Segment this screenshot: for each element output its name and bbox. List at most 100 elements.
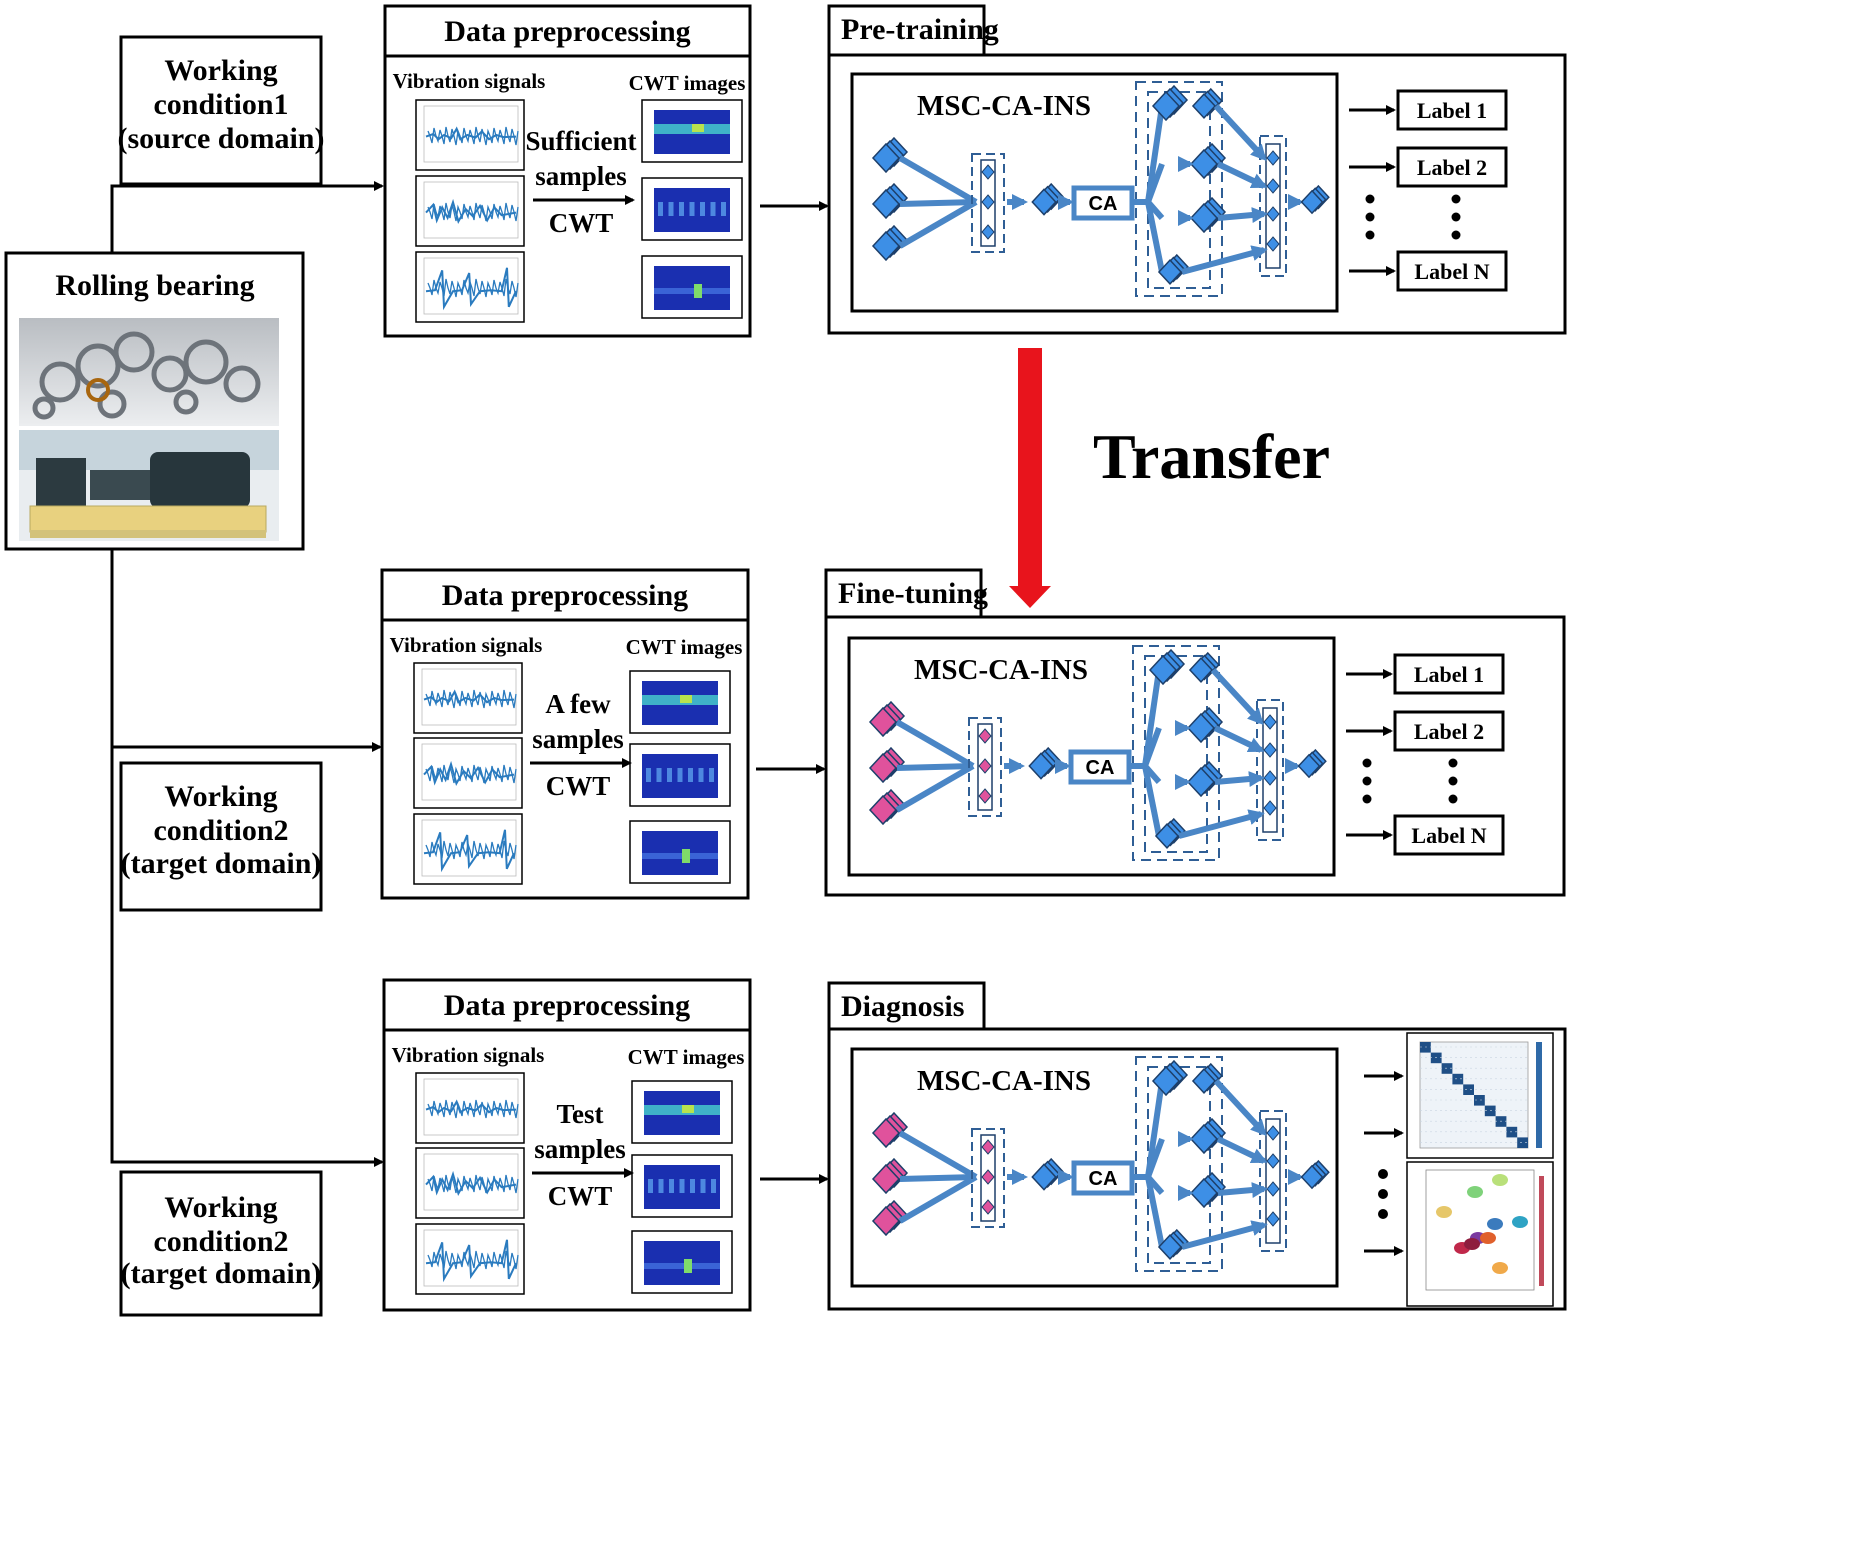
target2-line-3: (target domain) (121, 1257, 322, 1290)
branch-line (1145, 162, 1165, 204)
prep-header (380, 568, 750, 622)
merge-line (895, 719, 975, 769)
concat-node (1263, 714, 1277, 730)
cwt-images-label: CWT images (628, 1045, 745, 1069)
label-box (1396, 250, 1508, 292)
branch-line (1145, 1080, 1165, 1178)
concat-node (1266, 206, 1280, 222)
concat-node (1263, 742, 1277, 758)
vibration-signal-plot (413, 737, 523, 809)
network-diagram: CA (868, 645, 1327, 861)
node-diamond (1148, 648, 1186, 686)
vibration-signals-label: Vibration signals (390, 633, 543, 657)
samples-line-1: A few (545, 689, 611, 719)
concat-node (1266, 1125, 1280, 1141)
node-diamond (1300, 1159, 1330, 1190)
samples-line-2: samples (535, 161, 627, 191)
outputs: Label 1 Label 2 Label N (1349, 89, 1508, 292)
scatter-cluster (1512, 1216, 1528, 1228)
flow-arrow (1210, 667, 1264, 725)
branch-line (1142, 765, 1162, 837)
ca-label: CA (1086, 757, 1115, 779)
transfer-label: Transfer (1093, 421, 1330, 492)
node-diamond (1186, 760, 1224, 798)
concat-block (1262, 707, 1278, 833)
cwt-image (631, 1080, 733, 1144)
cwt-method-label: CWT (546, 771, 611, 801)
node-diamond (1031, 182, 1064, 216)
target2-line-2: condition2 (153, 1225, 288, 1258)
samples-line-2: samples (532, 724, 624, 754)
multiscale-dashed-box (971, 1128, 1005, 1228)
network-name: MSC-CA-INS (917, 90, 1091, 122)
branch-dashed-outer (1135, 1056, 1223, 1272)
multiscale-block (980, 1134, 996, 1222)
network-diagram: CA (871, 1056, 1330, 1272)
cwt-method-label: CWT (548, 1181, 613, 1211)
scatter-cluster (1436, 1206, 1452, 1218)
node-diamond (1189, 196, 1227, 234)
flow-arrow (1178, 809, 1265, 839)
prep-header (383, 4, 752, 58)
label-text: Label 2 (1417, 155, 1487, 180)
ellipsis-dot (1362, 758, 1372, 768)
label-text: Label 1 (1414, 662, 1484, 687)
ellipsis-dot (1378, 1189, 1388, 1199)
node-diamond (1300, 184, 1330, 215)
label-text: Label 1 (1417, 98, 1487, 123)
target1-line-1: Working (164, 780, 277, 813)
node-diamond (1031, 1157, 1064, 1191)
cwt-images-label: CWT images (629, 71, 746, 95)
multiscale-node (978, 788, 992, 804)
ca-label: CA (1089, 193, 1118, 215)
prep-title: Data preprocessing (442, 579, 688, 612)
network-diagram: CA (871, 81, 1330, 297)
cwt-method-label: CWT (549, 208, 614, 238)
bearings-photo (19, 318, 279, 426)
concat-node (1266, 150, 1280, 166)
label-box (1393, 653, 1505, 695)
scatter-cluster (1467, 1186, 1483, 1198)
concat-node (1266, 1211, 1280, 1227)
branch-line (1142, 726, 1162, 768)
ellipsis-dot (1451, 194, 1461, 204)
multiscale-node (981, 1199, 995, 1215)
stage-title: Diagnosis (841, 990, 964, 1023)
node-diamond (871, 182, 909, 220)
prep-title: Data preprocessing (444, 15, 690, 48)
branch-dashed-outer (1132, 645, 1220, 861)
cwt-image (631, 1154, 733, 1218)
label-box (1396, 146, 1508, 188)
transfer-arrow: Transfer (1009, 348, 1330, 608)
ellipsis-dot (1448, 776, 1458, 786)
source-line-3: (source domain) (118, 122, 325, 155)
cwt-image (629, 670, 731, 734)
branch-line (1145, 105, 1165, 203)
vibration-signal-plot (415, 1072, 525, 1144)
prep-title: Data preprocessing (444, 989, 690, 1022)
concat-node (1263, 800, 1277, 816)
flow-arrow (1214, 771, 1265, 788)
ellipsis-dot (1448, 794, 1458, 804)
scatter-cluster (1492, 1174, 1508, 1186)
multiscale-node (981, 224, 995, 240)
network-frame (847, 636, 1336, 877)
test-rig-photo (19, 430, 279, 541)
multiscale-block (980, 159, 996, 247)
scatter-cluster (1487, 1218, 1503, 1230)
vibration-signal-plot (413, 813, 523, 885)
merge-line (899, 199, 977, 207)
multiscale-node (978, 758, 992, 774)
node-diamond (1151, 84, 1189, 122)
node-diamond (868, 746, 906, 784)
vibration-signal-plot (413, 662, 523, 734)
node-diamond (1151, 1059, 1189, 1097)
ellipsis-dot (1365, 230, 1375, 240)
label-text: Label N (1414, 259, 1489, 284)
